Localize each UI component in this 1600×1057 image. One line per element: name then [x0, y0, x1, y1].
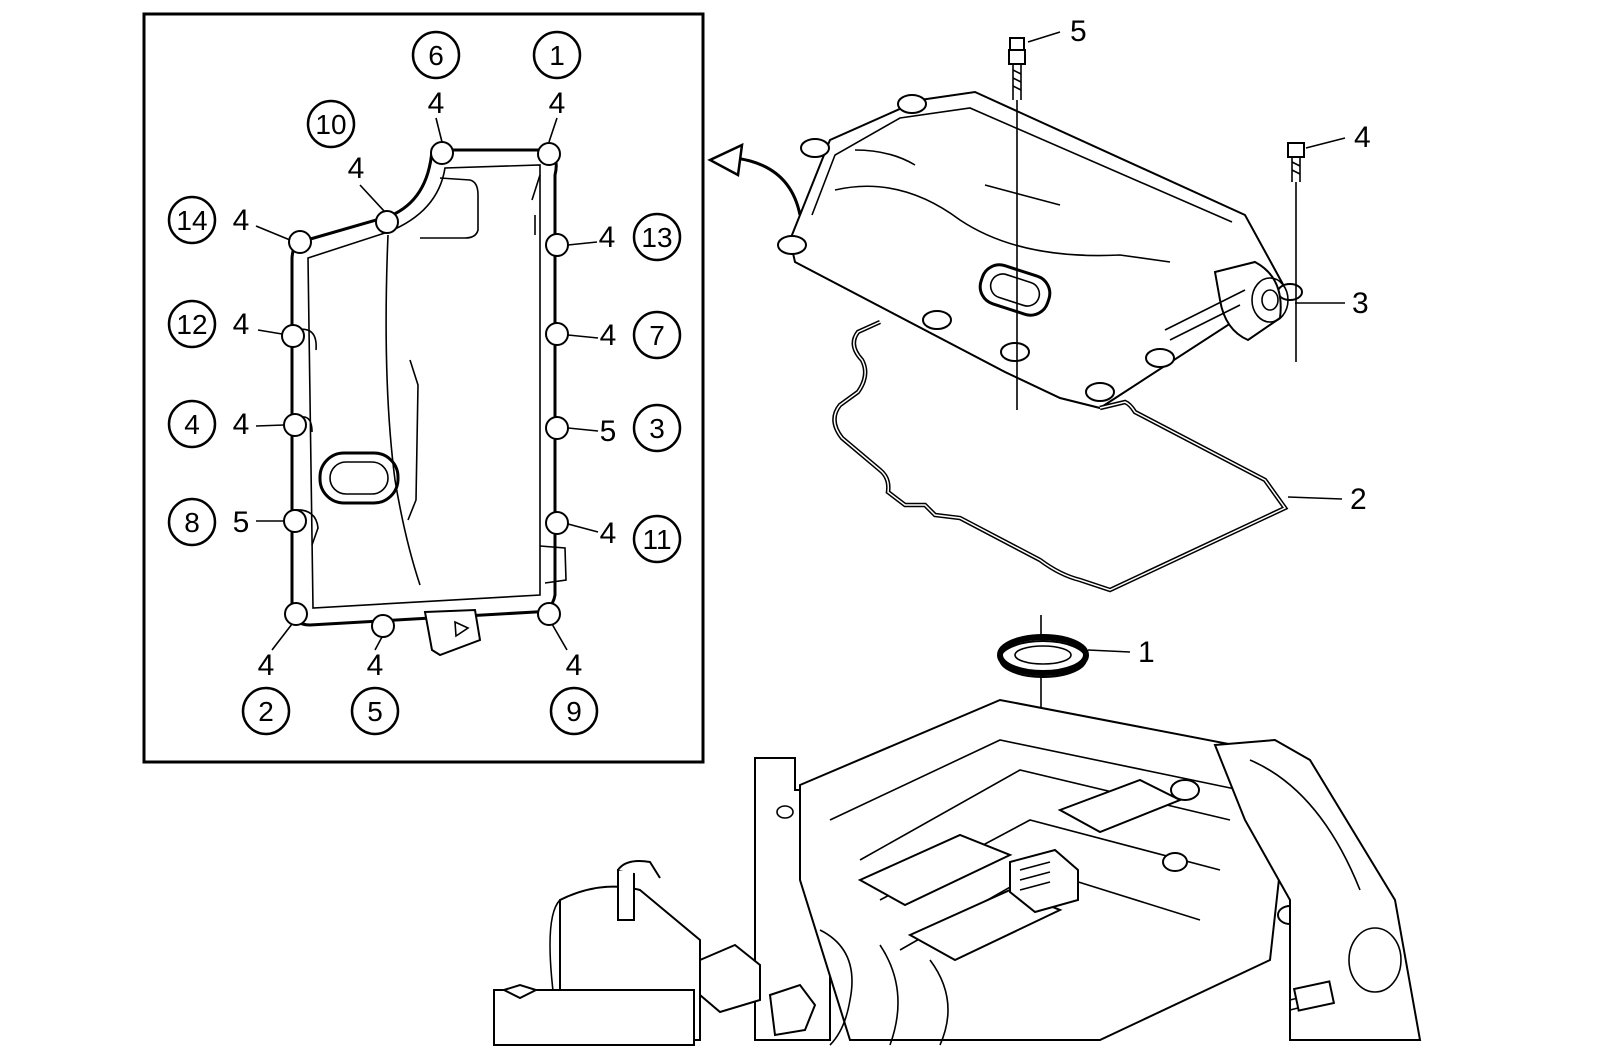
bolt-callout-13: 13 4	[599, 212, 682, 262]
inset-bolt-heads	[281, 141, 569, 638]
torque-label: 4	[428, 87, 445, 120]
bolt-head	[375, 210, 399, 234]
bolt-head	[371, 614, 395, 638]
callout-label: 2	[1350, 483, 1367, 516]
bolt-head	[281, 324, 305, 348]
sequence-circle	[632, 310, 682, 360]
sequence-number: 5	[367, 696, 383, 727]
bolt-callout-9: 9 4	[549, 649, 599, 736]
cover-gasket	[832, 319, 1289, 593]
bolt-callout-10: 10 4	[306, 99, 365, 185]
callout-label: 1	[1138, 636, 1155, 669]
torque-label: 4	[233, 308, 250, 341]
torque-label: 4	[258, 649, 275, 682]
sequence-number: 9	[566, 696, 582, 727]
bolt-callout-12: 12 4	[167, 299, 250, 349]
bolt-head	[545, 511, 569, 535]
torque-label: 4	[233, 408, 250, 441]
callout-3: 3	[1295, 287, 1369, 320]
torque-label: 5	[600, 415, 617, 448]
sequence-circle	[632, 403, 682, 453]
torque-label: 4	[233, 204, 250, 237]
bolt-callout-14: 14 4	[167, 195, 250, 245]
sequence-number: 10	[315, 109, 346, 140]
sequence-circle	[167, 399, 217, 449]
callout-label: 5	[1070, 15, 1087, 48]
sequence-circle	[167, 299, 217, 349]
callout-1: 1	[1087, 636, 1155, 669]
torque-label: 4	[566, 649, 583, 682]
bolt-short	[1287, 142, 1305, 362]
torque-label: 5	[233, 506, 250, 539]
sequence-number: 8	[184, 507, 200, 538]
sequence-number: 6	[428, 40, 444, 71]
sequence-circle	[167, 497, 217, 547]
sequence-number: 3	[649, 413, 665, 444]
sequence-circle	[532, 30, 582, 80]
sequence-circle	[241, 686, 291, 736]
bolt-head	[283, 413, 307, 437]
sequence-number: 2	[258, 696, 274, 727]
callout-5: 5	[1027, 15, 1087, 48]
bolt-callout-2: 2 4	[241, 649, 291, 736]
sequence-circle	[632, 212, 682, 262]
sequence-circle	[632, 514, 682, 564]
torque-label: 4	[600, 319, 617, 352]
torque-label: 4	[367, 649, 384, 682]
bolt-head	[430, 141, 454, 165]
bolt-head	[545, 233, 569, 257]
sequence-circle	[350, 686, 400, 736]
bolt-head	[288, 230, 312, 254]
torque-label: 4	[549, 87, 566, 120]
torque-label: 4	[600, 517, 617, 550]
bolt-callout-6: 6 4	[411, 30, 461, 120]
callout-2: 2	[1287, 483, 1367, 516]
bolt-callout-5: 5 4	[350, 649, 400, 736]
bolt-callout-11: 11 4	[600, 514, 682, 564]
bolt-head	[537, 142, 561, 166]
sequence-number: 14	[176, 205, 207, 236]
sequence-number: 1	[549, 40, 565, 71]
sequence-circle	[167, 195, 217, 245]
sequence-number: 7	[649, 320, 665, 351]
torque-label: 4	[348, 152, 365, 185]
bolt-head	[284, 602, 308, 626]
callout-4: 4	[1305, 121, 1371, 154]
callout-label: 4	[1354, 121, 1371, 154]
control-valve-cover	[777, 90, 1303, 410]
transmission-housing	[493, 698, 1422, 1046]
bolt-callout-1: 1 4	[532, 30, 582, 120]
bolt-callout-3: 3 5	[600, 403, 682, 453]
sequence-number: 13	[641, 222, 672, 253]
inset-leader-lines	[255, 117, 599, 651]
bolt-head	[545, 322, 569, 346]
sequence-circle	[411, 30, 461, 80]
bolt-head	[283, 509, 307, 533]
inset-arrow-icon	[707, 142, 802, 216]
sequence-number: 12	[176, 309, 207, 340]
torque-label: 4	[599, 221, 616, 254]
bolt-head	[545, 416, 569, 440]
sequence-number: 11	[642, 524, 671, 555]
bolt-callout-4: 4 4	[167, 399, 250, 449]
callout-label: 3	[1352, 287, 1369, 320]
inset-frame	[142, 12, 705, 764]
bolt-long	[1008, 37, 1026, 410]
sequence-circle	[306, 99, 356, 149]
sequence-number: 4	[184, 409, 200, 440]
bolt-callout-8: 8 5	[167, 497, 250, 547]
bolt-callout-7: 7 4	[600, 310, 682, 360]
bolt-head	[537, 602, 561, 626]
sequence-circle	[549, 686, 599, 736]
tightening-sequence-inset: 1 4 2 4 3 5 4 4 5 4 6 4 7	[142, 12, 705, 764]
